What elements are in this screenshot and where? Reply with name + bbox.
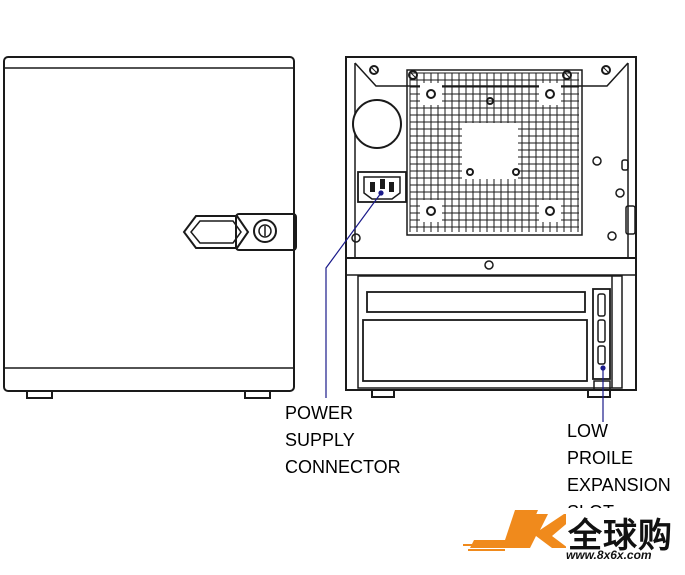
- front-view: [3, 56, 297, 399]
- screw-icon: [486, 97, 494, 105]
- lower-bay: [357, 275, 623, 389]
- fan-icon: [352, 99, 402, 149]
- front-foot-right: [244, 390, 271, 399]
- side-hole: [592, 156, 602, 166]
- power-label-line-1: POWER: [285, 403, 354, 423]
- rear-foot-right: [587, 389, 611, 398]
- screw-icon: [607, 231, 617, 241]
- bay-cover-main: [362, 319, 588, 382]
- door-handle-inner: [190, 220, 242, 244]
- power-supply-connector: [357, 171, 407, 203]
- screw-icon: [601, 65, 611, 75]
- watermark-logo: [463, 510, 578, 551]
- rear-top-bevel: [354, 62, 629, 87]
- screw-icon: [420, 200, 442, 222]
- power-label-line-3: CONNECTOR: [285, 457, 401, 477]
- rear-view: [345, 56, 637, 398]
- side-latch: [621, 159, 629, 171]
- watermark-k-shape: [518, 514, 578, 548]
- watermark-brand-text: 全球购: [566, 508, 675, 557]
- slot-label-line-2: PROILE: [567, 448, 634, 468]
- watermark-j-shape: [470, 510, 538, 548]
- power-callout-dot: [378, 190, 384, 196]
- vent-center-block: [462, 123, 518, 179]
- screw-icon: [466, 168, 474, 176]
- side-slot-tab: [625, 205, 636, 235]
- power-supply-connector-label: POWER SUPPLY CONNECTOR: [285, 400, 401, 481]
- vent-frame: [406, 69, 583, 236]
- rear-slot-foot: [593, 380, 611, 391]
- bay-cover-top: [366, 291, 586, 313]
- watermark-site-url: www.8x6x.com: [566, 548, 652, 562]
- screw-icon: [420, 83, 442, 105]
- rear-foot-left: [371, 389, 395, 398]
- screw-icon: [351, 233, 361, 243]
- front-panel: [3, 56, 295, 392]
- screw-icon: [539, 83, 561, 105]
- watermark-speed-lines: [463, 544, 505, 551]
- front-foot-left: [26, 390, 53, 399]
- screw-icon: [539, 200, 561, 222]
- slot-callout-dot: [600, 365, 606, 371]
- handle-plate: [235, 213, 297, 251]
- slot-label-line-1: LOW: [567, 421, 609, 441]
- callout-lines: [325, 190, 606, 422]
- lock-icon: [253, 219, 277, 243]
- screw-icon: [484, 260, 494, 270]
- slot-label-line-3: EXPANSION: [567, 475, 671, 495]
- power-label-line-2: SUPPLY: [285, 430, 355, 450]
- rear-chassis: [345, 56, 637, 391]
- screw-icon: [615, 188, 625, 198]
- screw-icon: [512, 168, 520, 176]
- low-profile-expansion-slot: [592, 288, 611, 380]
- screw-icon: [369, 65, 379, 75]
- power-callout-line: [325, 192, 382, 398]
